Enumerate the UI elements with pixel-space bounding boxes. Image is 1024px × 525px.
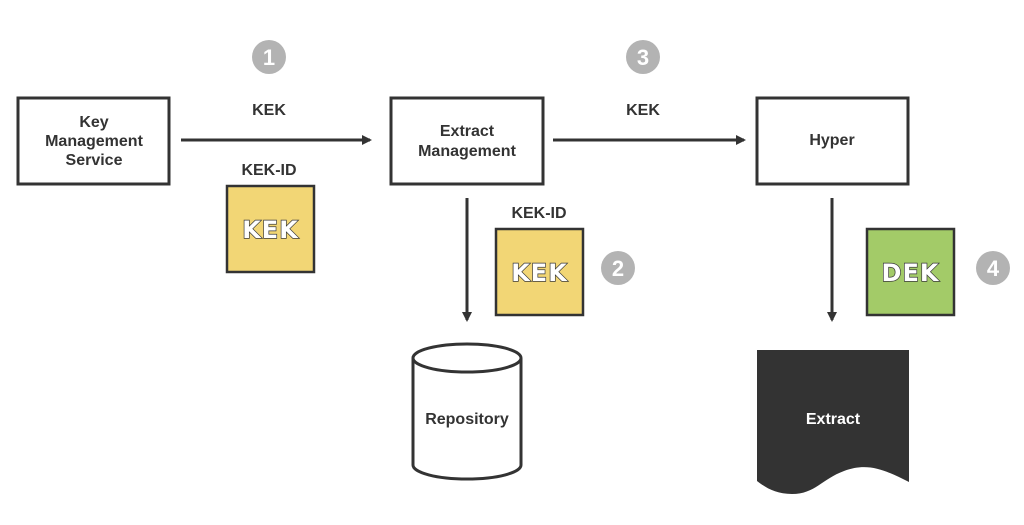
kms-label-line-2: Management: [45, 133, 143, 150]
step-2-badge: 2: [601, 251, 635, 285]
repository-label: Repository: [425, 411, 509, 428]
kms-label-line-1: Key: [79, 114, 108, 131]
step-4-badge: 4: [976, 251, 1010, 285]
kek-key-1-box: [225, 184, 316, 274]
hyper-label: Hyper: [809, 132, 854, 149]
extract-document-shape: [757, 350, 909, 494]
extract-management-node: Extract Management: [389, 96, 545, 186]
dek-key-box: [865, 227, 956, 317]
kek-key-2-box: [494, 227, 585, 317]
kek-key-2: KEK-ID KEK: [494, 205, 585, 317]
edge-kms-to-extract-management: KEK: [181, 102, 372, 145]
kms-label-line-3: Service: [66, 152, 123, 169]
step-4-number: 4: [987, 256, 1000, 281]
kek-key-1: KEK-ID KEK: [225, 162, 316, 274]
step-3-number: 3: [637, 45, 649, 70]
step-1-number: 1: [263, 45, 275, 70]
edge-label-kek-2: KEK: [626, 102, 660, 119]
repository-cylinder: Repository: [411, 342, 523, 481]
kek-id-caption-2: KEK-ID: [511, 205, 566, 222]
step-3-badge: 3: [626, 40, 660, 74]
extract-management-label-line-2: Management: [418, 143, 516, 160]
hyper-node: Hyper: [755, 96, 910, 186]
kek-key-2-text: KEK: [511, 259, 568, 287]
edge-extract-management-to-hyper: KEK: [553, 102, 746, 145]
edge-label-kek-1: KEK: [252, 102, 286, 119]
key-management-service-node: Key Management Service: [16, 96, 171, 186]
step-2-number: 2: [612, 256, 624, 281]
extract-label: Extract: [806, 411, 861, 428]
dek-key: DEK: [865, 227, 956, 317]
kek-key-1-text: KEK: [242, 216, 299, 244]
step-1-badge: 1: [252, 40, 286, 74]
extract-document: Extract: [757, 350, 909, 494]
extract-management-label-line-1: Extract: [440, 123, 495, 140]
kek-id-caption-1: KEK-ID: [241, 162, 296, 179]
dek-key-text: DEK: [882, 259, 940, 287]
